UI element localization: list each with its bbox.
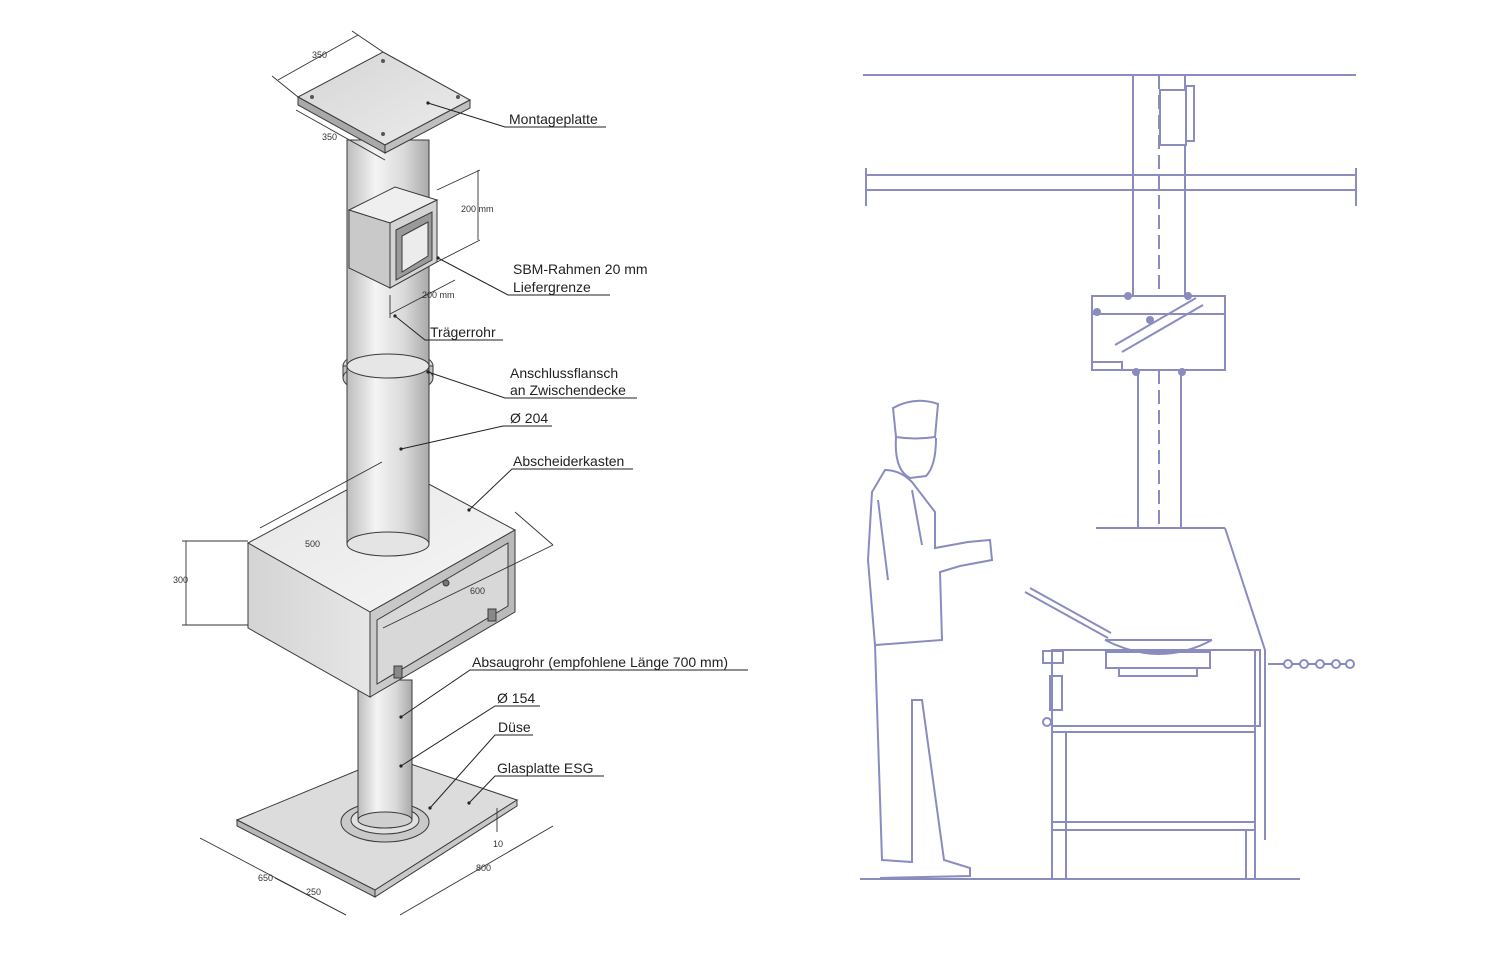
exhaust-pipe — [357, 679, 413, 829]
label-glasplatte: Glasplatte ESG — [497, 760, 594, 776]
label-anschlussflansch-2: an Zwischendecke — [510, 382, 626, 398]
label-liefergrenze: Liefergrenze — [513, 279, 591, 295]
chef-figure — [866, 399, 994, 879]
label-sbm-rahmen: SBM-Rahmen 20 mm — [513, 261, 648, 277]
dim-box-width: 500 — [305, 539, 320, 549]
dim-glass-offset: 250 — [306, 887, 321, 897]
isometric-assembly: 350 350 200 mm 200 mm 500 600 300 650 25… — [173, 30, 748, 916]
duct-column — [1096, 75, 1225, 529]
dimension-lines — [182, 30, 554, 916]
cooking-station — [1024, 527, 1355, 879]
label-absaugrohr: Absaugrohr (empfohlene Länge 700 mm) — [472, 654, 728, 670]
label-diameter-204: Ø 204 — [510, 410, 548, 426]
dim-box-height: 300 — [173, 575, 188, 585]
sbm-frame — [347, 186, 439, 289]
separator-box-side — [1091, 292, 1226, 376]
dim-glass-thickness: 10 — [493, 839, 503, 849]
dim-plate-depth: 350 — [322, 132, 337, 142]
dim-glass-depth: 650 — [258, 873, 273, 883]
label-duese: Düse — [498, 719, 531, 735]
dim-box-depth: 600 — [470, 586, 485, 596]
label-anschlussflansch-1: Anschlussflansch — [510, 365, 618, 381]
dim-frame-height: 200 mm — [461, 204, 494, 214]
label-diameter-154: Ø 154 — [497, 690, 535, 706]
label-abscheiderkasten: Abscheiderkasten — [513, 453, 624, 469]
dim-glass-width: 800 — [476, 863, 491, 873]
label-montageplatte: Montageplatte — [509, 111, 598, 127]
leader-lines — [393, 101, 748, 810]
dim-plate-width: 350 — [312, 50, 327, 60]
ceiling — [860, 74, 1357, 880]
side-view-illustration — [860, 74, 1357, 880]
mounting-plate — [296, 51, 472, 154]
callout-labels: Montageplatte SBM-Rahmen 20 mm Liefergre… — [430, 111, 728, 776]
label-traegerrohr: Trägerrohr — [430, 324, 496, 340]
dimension-texts: 350 350 200 mm 200 mm 500 600 300 650 25… — [173, 50, 503, 897]
dim-frame-width: 200 mm — [422, 290, 455, 300]
